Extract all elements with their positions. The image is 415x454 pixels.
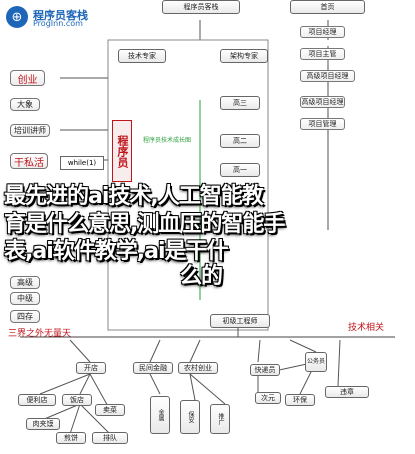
bottom-left-label: 三界之外无量天 [8,329,72,339]
tree-paidui[interactable]: 排队 [92,432,128,444]
left-while: while(1) [60,156,104,170]
left-peixun[interactable]: 培训讲师 [10,124,50,137]
left-sisi[interactable]: 干私活 [10,153,48,169]
tree-tuiguang[interactable]: 推广 [210,404,230,434]
bottom-right-label: 技术相关 [348,323,385,333]
tree-rouxiao[interactable]: 肉夹馍 [26,418,60,430]
left-gaoji[interactable]: 高级 [10,276,40,289]
center-senior-two[interactable]: 高二 [220,134,260,148]
tree-maicai[interactable]: 卖菜 [95,404,125,416]
center-legend: 程序员技术成长图 [143,137,192,144]
tree-minjian[interactable]: 民间金融 [133,362,173,374]
right-item-3[interactable]: 高级项目经理 [300,70,355,82]
overlay-line-4: 么的 [180,264,223,289]
tree-fandian[interactable]: 饭店 [62,394,92,406]
tree-nongcun[interactable]: 农村创业 [178,362,218,374]
right-item-5[interactable]: 项目管理 [300,118,345,130]
logo[interactable]: ⊕ 程序员客栈 ProgInn.com [6,6,116,32]
right-item-1[interactable]: 项目经理 [300,26,345,38]
center-tech-expert[interactable]: 技术专家 [118,49,166,63]
tree-jinshu[interactable]: 金属 [150,396,170,434]
tree-ciyuan[interactable]: 次元 [255,392,281,404]
center-architect[interactable]: 架构专家 [220,49,268,63]
right-item-2[interactable]: 项目主管 [300,48,345,60]
logo-name: 程序员客栈 [33,9,88,22]
tree-gongwuyuan[interactable]: 公务员 [305,352,327,372]
logo-url: ProgInn.com [33,19,83,28]
tree-bianji[interactable]: 便利店 [18,394,56,406]
overlay-line-3: 表,ai软件教学,ai是干什 [4,239,228,264]
tree-jiuye[interactable]: 快递员 [250,364,280,376]
overlay-line-2: 育是什么意思,测血压的智能手 [4,212,285,237]
left-sicun[interactable]: 四存 [10,310,40,323]
logo-icon: ⊕ [6,6,28,28]
center-senior-three[interactable]: 高三 [220,96,260,110]
left-zhongji[interactable]: 中级 [10,292,40,305]
center-junior-engineer[interactable]: 初级工程师 [210,314,270,328]
tree-kaidian[interactable]: 开店 [76,362,106,374]
overlay-line-1: 最先进的ai技术,人工智能教 [4,184,264,209]
tree-baoan[interactable]: 保安 [180,400,200,434]
tree-jianbing[interactable]: 煎饼 [56,432,86,444]
left-chuangye[interactable]: 创业 [10,70,45,86]
tree-weizhang[interactable]: 违章 [325,386,369,398]
top-tab-right[interactable]: 首页 [290,0,365,14]
top-tab-1[interactable]: 程序员客栈 [162,0,240,14]
tree-huanying[interactable]: 环保 [285,394,315,406]
right-item-4[interactable]: 高级项目经理 [300,96,345,108]
center-title: 程序员 [112,120,132,182]
left-daxiang[interactable]: 大象 [10,98,40,111]
center-senior-one[interactable]: 高一 [220,163,260,177]
